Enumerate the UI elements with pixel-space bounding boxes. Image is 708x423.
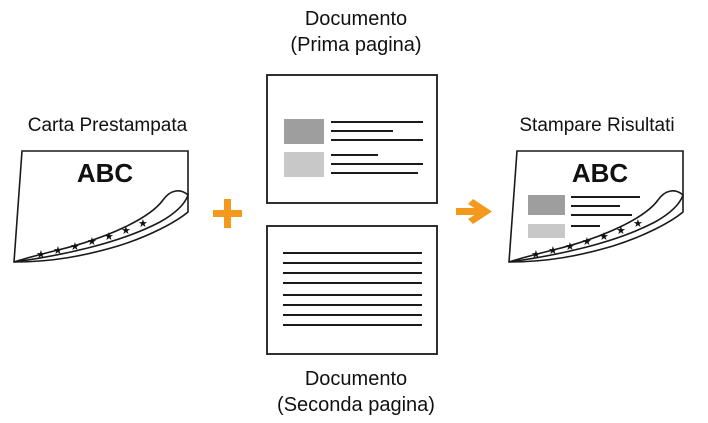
svg-text:★: ★ [633, 217, 643, 230]
svg-text:★: ★ [104, 230, 114, 243]
svg-text:★: ★ [70, 240, 80, 253]
svg-text:★: ★ [138, 217, 148, 230]
print-result-paper: ABC ★ ★ ★ ★ ★ ★ ★ [508, 150, 684, 263]
first-page-document [266, 74, 438, 204]
preprinted-paper: ABC ★ ★ ★ ★ ★ ★ ★ [13, 150, 189, 263]
second-page-label-line1: Documento [304, 368, 408, 390]
svg-text:★: ★ [565, 240, 575, 253]
print-result-text: ABC [572, 158, 629, 188]
preprinted-paper-text: ABC [77, 158, 134, 188]
svg-text:★: ★ [87, 235, 97, 248]
plus-icon [213, 199, 242, 228]
first-page-label-line1: Documento [304, 8, 408, 30]
svg-text:★: ★ [531, 248, 541, 261]
second-page-document [266, 225, 438, 355]
first-page-label-line2: (Prima pagina) [290, 34, 422, 56]
arrow-right-icon [456, 199, 492, 224]
svg-text:★: ★ [548, 244, 558, 257]
first-page-label: Documento (Prima pagina) [246, 6, 466, 58]
svg-text:★: ★ [582, 235, 592, 248]
svg-text:★: ★ [599, 230, 609, 243]
svg-text:★: ★ [616, 224, 626, 237]
second-page-label-line2: (Seconda pagina) [277, 394, 435, 416]
svg-text:★: ★ [36, 248, 46, 261]
preprinted-paper-label: Carta Prestampata [27, 115, 188, 136]
svg-text:★: ★ [121, 224, 131, 237]
svg-text:★: ★ [53, 244, 63, 257]
second-page-label: Documento (Seconda pagina) [236, 366, 476, 418]
star-pattern: ★ ★ ★ ★ ★ ★ ★ [531, 217, 643, 261]
print-result-label: Stampare Risultati [519, 115, 675, 136]
star-pattern: ★ ★ ★ ★ ★ ★ ★ [36, 217, 148, 261]
